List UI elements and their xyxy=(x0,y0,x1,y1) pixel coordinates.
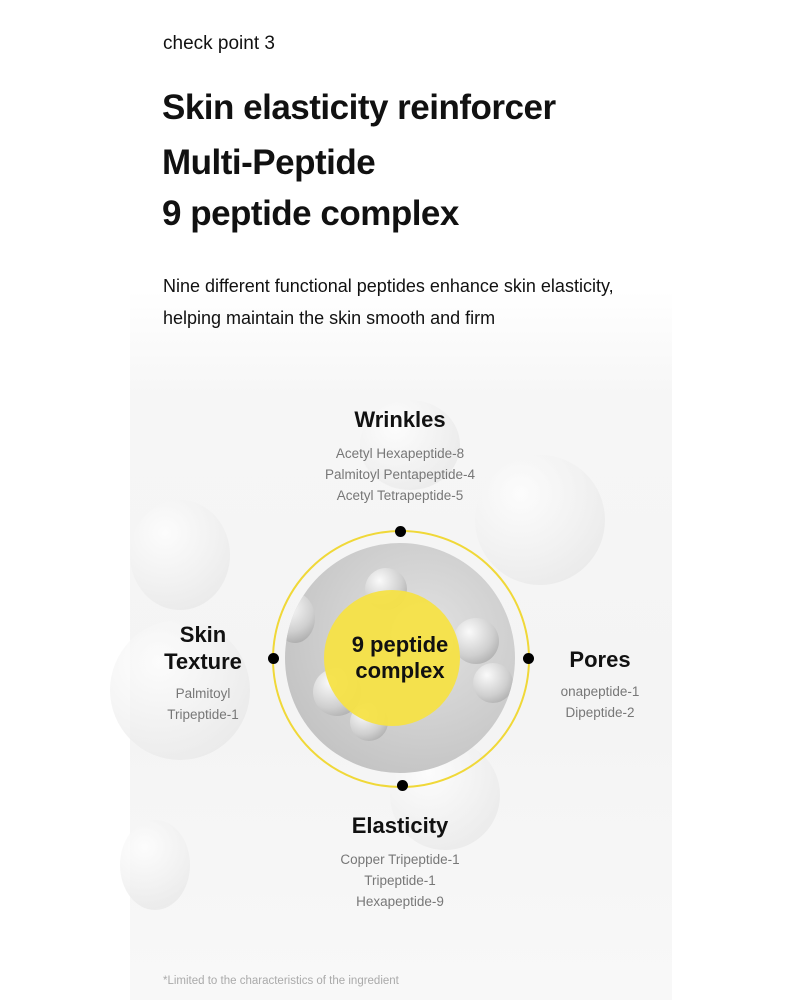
check-point-label: check point 3 xyxy=(163,33,275,54)
connector-dot-top xyxy=(395,526,406,537)
ingredient: Palmitoyl xyxy=(175,686,231,701)
headline-2: Multi-Peptide xyxy=(162,143,376,182)
skin-texture-group: Skin Texture Palmitoyl Tripeptide-1 xyxy=(143,621,263,725)
connector-dot-right xyxy=(523,653,534,664)
ingredient: onapeptide-1 xyxy=(560,684,640,699)
headline-1: Skin elasticity reinforcer xyxy=(162,88,556,127)
wrinkles-label: Wrinkles xyxy=(354,407,446,432)
label-line: Skin xyxy=(179,622,227,647)
center-highlight xyxy=(324,590,460,726)
ingredient: Palmitoyl Pentapeptide-4 xyxy=(324,467,476,482)
connector-dot-bottom xyxy=(397,780,408,791)
pores-ingredients: onapeptide-1 Dipeptide-2 xyxy=(540,681,660,723)
description: Nine different functional peptides enhan… xyxy=(163,270,614,334)
background-panel xyxy=(110,290,672,1000)
ingredient: Tripeptide-1 xyxy=(364,873,436,888)
molecule-bubble xyxy=(475,455,605,585)
ingredient: Tripeptide-1 xyxy=(167,707,239,722)
wrinkles-ingredients: Acetyl Hexapeptide-8 Palmitoyl Pentapept… xyxy=(250,443,550,506)
molecule-bubble xyxy=(110,620,250,760)
center-label: 9 peptide complex xyxy=(324,632,476,684)
skin-texture-label: Skin Texture xyxy=(143,621,263,675)
ingredient: Hexapeptide-9 xyxy=(356,894,444,909)
center-label-line: 9 peptide xyxy=(351,632,449,657)
label-line: Texture xyxy=(164,649,242,674)
molecule-bubble xyxy=(130,500,230,610)
center-label-line: complex xyxy=(355,658,445,683)
molecule-image xyxy=(285,543,515,773)
description-line: helping maintain the skin smooth and fir… xyxy=(163,308,496,328)
footnote: *Limited to the characteristics of the i… xyxy=(163,975,399,987)
ingredient: Acetyl Tetrapeptide-5 xyxy=(336,488,464,503)
ingredient: Dipeptide-2 xyxy=(565,705,635,720)
molecule-sphere xyxy=(473,663,513,703)
ingredient: Acetyl Hexapeptide-8 xyxy=(335,446,465,461)
connector-dot-left xyxy=(268,653,279,664)
headline-3: 9 peptide complex xyxy=(162,194,459,233)
wrinkles-group: Wrinkles Acetyl Hexapeptide-8 Palmitoyl … xyxy=(250,406,550,506)
molecule-bubble xyxy=(120,820,190,910)
elasticity-label: Elasticity xyxy=(351,813,449,838)
description-line: Nine different functional peptides enhan… xyxy=(163,276,614,296)
molecule-sphere xyxy=(285,593,315,643)
ingredient: Copper Tripeptide-1 xyxy=(340,852,460,867)
molecule-bubble xyxy=(360,400,460,490)
pores-group: Pores onapeptide-1 Dipeptide-2 xyxy=(540,646,660,723)
molecule-sphere xyxy=(453,618,499,664)
skin-texture-ingredients: Palmitoyl Tripeptide-1 xyxy=(143,683,263,725)
elasticity-group: Elasticity Copper Tripeptide-1 Tripeptid… xyxy=(250,812,550,912)
pores-label: Pores xyxy=(569,647,631,672)
elasticity-ingredients: Copper Tripeptide-1 Tripeptide-1 Hexapep… xyxy=(250,849,550,912)
